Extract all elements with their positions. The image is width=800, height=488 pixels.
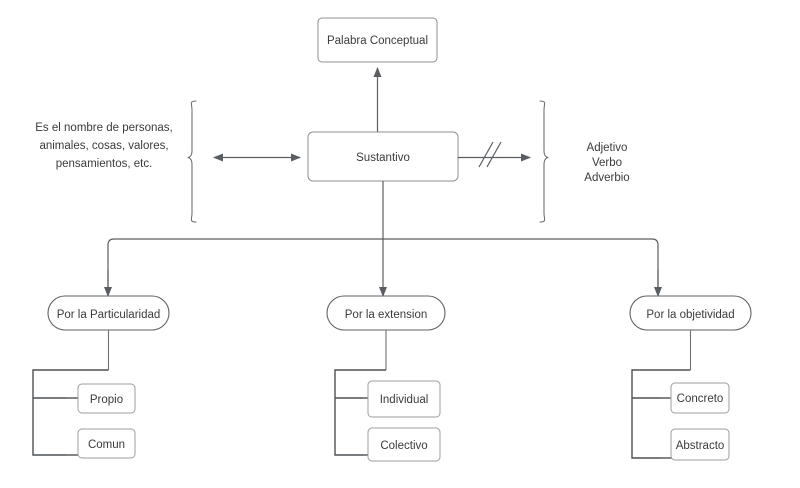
right-annotation: Adjetivo Verbo Adverbio	[584, 142, 629, 184]
individual-label: Individual	[380, 394, 429, 406]
abstracto-label: Abstracto	[676, 440, 725, 452]
right-annotation-line-2: Verbo	[592, 157, 622, 169]
leaf-propio[interactable]: Propio	[77, 383, 136, 414]
connector-bar-right	[383, 238, 659, 290]
comun-box[interactable]	[77, 428, 136, 459]
sustantivo-label: Sustantivo	[356, 152, 410, 164]
por-la-particularidad-label: Por la Particularidad	[57, 309, 161, 321]
por-la-objetividad-label: Por la objetividad	[646, 309, 734, 321]
node-por-la-objetividad[interactable]: Por la objetividad	[629, 295, 752, 331]
bracket-branch-1	[32, 369, 109, 456]
palabra-conceptual-label: Palabra Conceptual	[327, 35, 428, 47]
leaf-comun[interactable]: Comun	[77, 428, 136, 459]
por-la-extension-label: Por la extension	[345, 309, 427, 321]
left-annotation-line-2: animales, cosas, valores,	[39, 140, 168, 152]
node-sustantivo[interactable]: Sustantivo	[307, 131, 459, 182]
concreto-box[interactable]	[670, 382, 730, 414]
slash-mark-1	[478, 141, 494, 168]
individual-box[interactable]	[367, 380, 441, 418]
concreto-label: Concreto	[677, 393, 724, 405]
left-annotation: Es el nombre de personas, animales, cosa…	[35, 122, 172, 170]
leaf-colectivo[interactable]: Colectivo	[367, 427, 441, 462]
connector-bar-left	[107, 238, 383, 290]
bracket-branch-2	[334, 369, 386, 456]
node-palabra-conceptual[interactable]: Palabra Conceptual	[317, 17, 438, 63]
propio-label: Propio	[90, 394, 123, 406]
colectivo-label: Colectivo	[380, 440, 427, 452]
left-annotation-line-1: Es el nombre de personas,	[35, 122, 172, 134]
right-brace	[539, 100, 549, 223]
abstracto-box[interactable]	[670, 428, 730, 461]
leaf-concreto[interactable]: Concreto	[670, 382, 730, 414]
left-annotation-line-3: pensamientos, etc.	[56, 158, 153, 170]
leaf-abstracto[interactable]: Abstracto	[670, 428, 730, 461]
bracket-branch-3	[631, 369, 691, 459]
colectivo-box[interactable]	[367, 427, 441, 462]
comun-label: Comun	[88, 439, 125, 451]
node-por-la-extension[interactable]: Por la extension	[326, 295, 446, 331]
leaf-individual[interactable]: Individual	[367, 380, 441, 418]
slash-mark-2	[486, 141, 502, 168]
propio-box[interactable]	[77, 383, 136, 414]
right-annotation-line-1: Adjetivo	[587, 142, 628, 154]
left-brace	[187, 100, 197, 223]
palabra-conceptual-box[interactable]	[317, 17, 438, 63]
right-annotation-line-3: Adverbio	[584, 172, 629, 184]
node-por-la-particularidad[interactable]: Por la Particularidad	[47, 295, 170, 331]
